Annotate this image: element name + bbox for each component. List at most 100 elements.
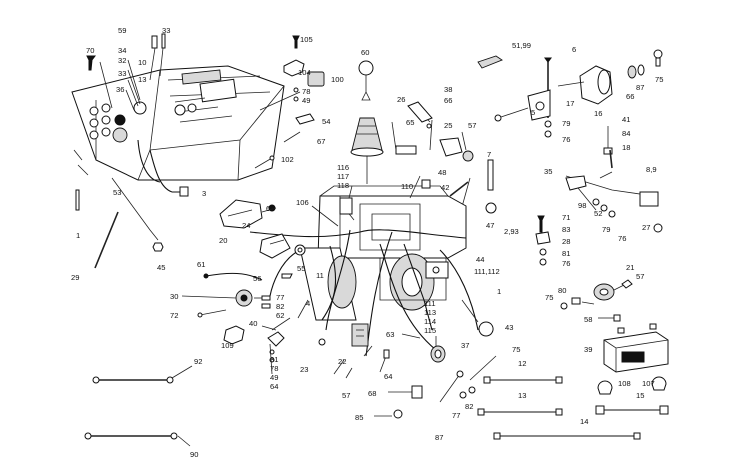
label-113: 113 xyxy=(424,308,436,317)
label-1: 1 xyxy=(76,231,80,240)
part-7-sensor xyxy=(487,159,494,191)
label-66: 66 xyxy=(444,96,452,105)
label-106: 106 xyxy=(296,198,309,207)
label-4: 4 xyxy=(306,299,310,308)
part-67-bolt xyxy=(283,131,301,143)
label-43: 43 xyxy=(505,323,513,332)
label-68: 68 xyxy=(368,389,376,398)
label-87b: 87 xyxy=(636,83,644,92)
label-57c: 57 xyxy=(636,272,644,281)
part-43-grommet xyxy=(478,321,494,337)
part-25-lamp xyxy=(439,137,463,157)
label-34: 34 xyxy=(118,46,126,55)
label-7: 7 xyxy=(487,150,491,159)
label-30: 30 xyxy=(170,292,178,301)
label-59: 59 xyxy=(118,26,126,35)
part-27-cap xyxy=(653,223,663,233)
part-39-battery xyxy=(603,323,669,373)
label-32: 32 xyxy=(118,56,126,65)
label-71: 71 xyxy=(562,213,570,222)
part-24-worklight xyxy=(219,199,263,229)
part-51-99-clip xyxy=(477,55,503,69)
label-81: 81 xyxy=(562,249,570,258)
label-76b: 76 xyxy=(618,234,626,243)
label-60: 60 xyxy=(361,48,369,57)
label-13: 13 xyxy=(138,75,146,84)
label-65: 65 xyxy=(406,118,414,127)
label-114: 114 xyxy=(424,317,436,326)
label-115: 115 xyxy=(424,326,436,335)
label-20: 20 xyxy=(219,236,227,245)
part-number-labels: 59 33 70 34 32 10 33 36 13 53 3 1 29 45 … xyxy=(71,26,663,459)
label-90: 90 xyxy=(190,450,198,459)
part-54-clip xyxy=(295,113,315,125)
label-76c: 76 xyxy=(562,259,570,268)
label-3: 3 xyxy=(202,189,206,198)
label-11: 11 xyxy=(316,271,324,280)
label-2-93: 2,93 xyxy=(504,227,519,236)
label-57: 57 xyxy=(468,121,476,130)
label-105: 105 xyxy=(300,35,313,44)
label-67: 67 xyxy=(317,137,325,146)
label-61: 61 xyxy=(197,260,205,269)
part-59-pin xyxy=(151,35,158,49)
part-105-screw xyxy=(292,35,300,49)
label-60b: 60 xyxy=(266,204,274,213)
label-54: 54 xyxy=(322,117,330,126)
label-40: 40 xyxy=(249,319,257,328)
tractor-body xyxy=(249,185,479,357)
label-33: 33 xyxy=(162,26,170,35)
part-31-switch xyxy=(267,331,285,347)
label-23: 23 xyxy=(300,365,308,374)
part-107-clamp xyxy=(651,376,667,391)
label-104: 104 xyxy=(298,68,311,77)
label-116: 116 xyxy=(337,163,349,172)
label-75b: 75 xyxy=(655,75,663,84)
part-104-socket xyxy=(283,59,305,77)
part-29-rod xyxy=(94,211,119,269)
label-42: 42 xyxy=(441,183,449,192)
part-33-screw xyxy=(161,33,166,49)
part-8-9-lever xyxy=(639,191,659,207)
part-48-relay xyxy=(421,179,431,189)
label-55: 55 xyxy=(297,264,305,273)
label-53: 53 xyxy=(113,188,121,197)
label-12: 12 xyxy=(518,359,526,368)
label-79: 79 xyxy=(562,119,570,128)
label-77: 77 xyxy=(276,293,284,302)
part-60-bulb xyxy=(358,60,374,76)
label-18: 18 xyxy=(622,143,630,152)
label-38: 38 xyxy=(444,85,452,94)
part-28-switch xyxy=(535,231,551,245)
part-1-rod xyxy=(75,189,80,211)
part-47-washer xyxy=(485,202,497,214)
part-100-switch xyxy=(307,71,325,87)
label-84: 84 xyxy=(622,129,630,138)
part-20-headlight xyxy=(259,233,291,259)
label-51-99: 51,99 xyxy=(512,41,531,50)
label-118: 118 xyxy=(337,181,349,190)
label-13b: 13 xyxy=(518,391,526,400)
label-57b: 57 xyxy=(342,391,350,400)
label-108: 108 xyxy=(618,379,631,388)
label-8-9: 8,9 xyxy=(646,165,657,174)
part-65-plate xyxy=(395,145,417,155)
label-78b: 78 xyxy=(270,364,278,373)
part-38-bracket xyxy=(407,101,433,123)
label-77b: 77 xyxy=(452,411,460,420)
label-70: 70 xyxy=(86,46,94,55)
part-109-socket xyxy=(223,325,245,345)
part-108-clamp xyxy=(597,380,613,395)
label-37: 37 xyxy=(461,341,469,350)
label-76: 76 xyxy=(562,135,570,144)
label-16: 16 xyxy=(594,109,602,118)
part-23-washer xyxy=(318,338,326,346)
label-44: 44 xyxy=(476,255,484,264)
label-63: 63 xyxy=(386,330,394,339)
part-22-regulator xyxy=(351,323,369,347)
label-87: 87 xyxy=(435,433,443,442)
label-75c: 75 xyxy=(545,293,553,302)
label-80: 80 xyxy=(558,286,566,295)
